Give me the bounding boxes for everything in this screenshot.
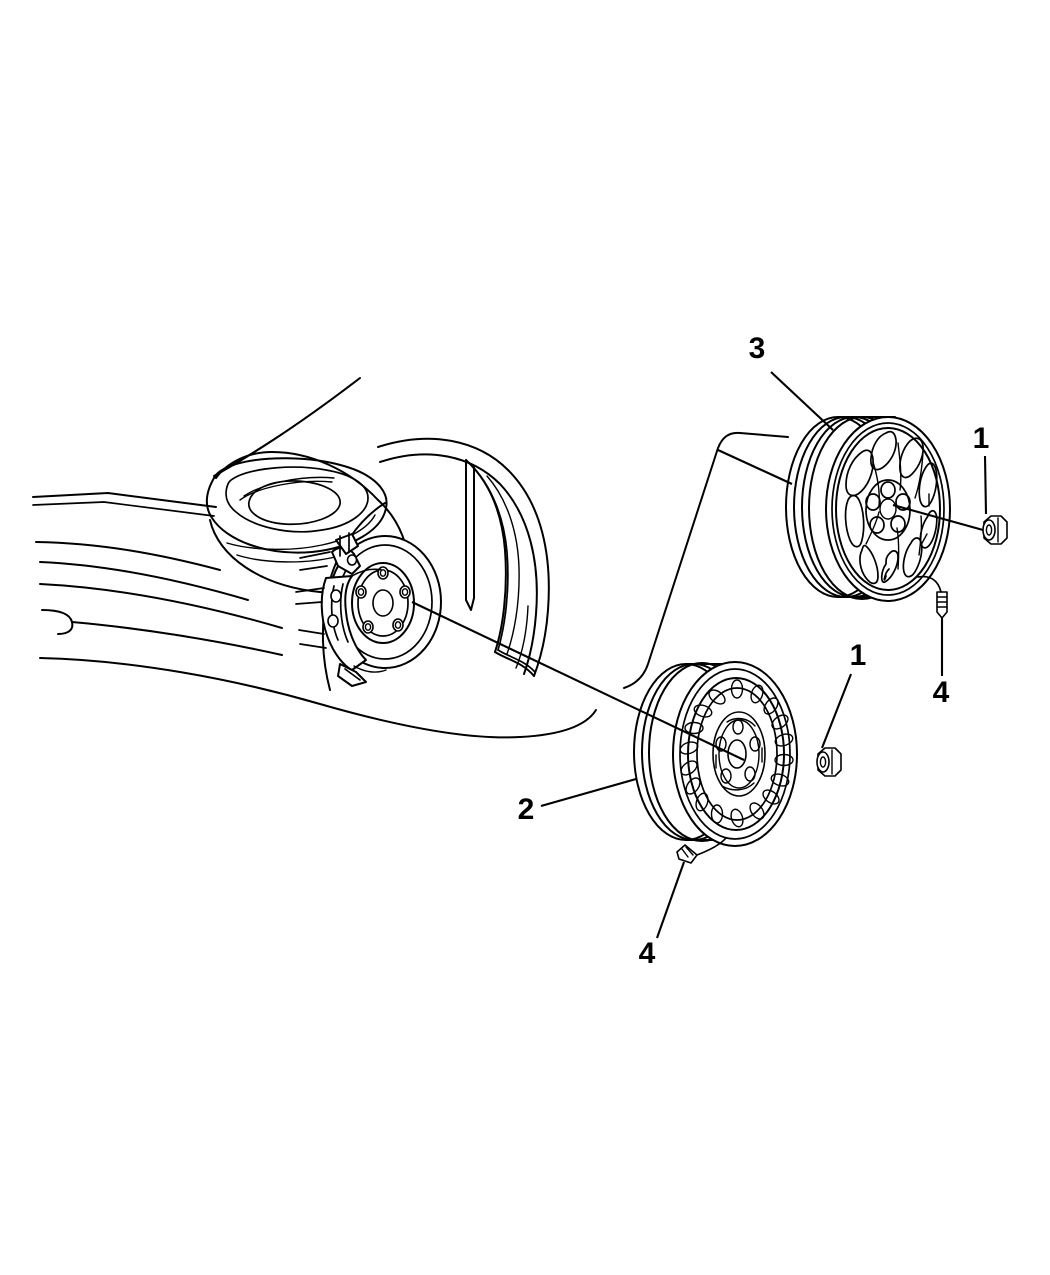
callout-1-lower-lug-nut: 1 [850, 639, 867, 672]
leader-callout-4-lower [656, 861, 685, 939]
steel-wheel [633, 661, 798, 847]
leader-hub-to-steel-wheel [411, 601, 745, 761]
leader-callout-1-upper [983, 455, 988, 515]
brake-hub-assembly [295, 532, 442, 687]
tire-valve-stem-upper [936, 591, 948, 619]
leader-lines [411, 371, 988, 939]
vehicle-front-body [32, 377, 597, 739]
tire-valve-stem-lower [676, 844, 698, 864]
leader-callout-2 [540, 777, 637, 808]
callout-4-upper-valve-stem: 4 [933, 676, 950, 709]
wheel-lug-nut-upper [982, 515, 1008, 545]
wheel-opening-flare [377, 437, 550, 677]
leader-callout-3 [770, 371, 834, 431]
leader-callout-1-lower [821, 673, 852, 749]
callout-4-lower-valve-stem: 4 [639, 937, 656, 970]
wheel-lug-nut-lower [816, 747, 842, 777]
callout-numbers: 3 1 4 1 2 4 [518, 332, 990, 970]
callout-1-upper-lug-nut: 1 [973, 422, 990, 455]
steel-wheel-vent-slots [679, 679, 794, 828]
callout-2-steel-wheel: 2 [518, 793, 535, 826]
callout-3-alloy-wheel: 3 [749, 332, 766, 365]
steel-wheel-lug-holes [715, 719, 761, 784]
alloy-wheel-lug-holes [865, 481, 911, 534]
alloy-wheel [785, 416, 951, 602]
